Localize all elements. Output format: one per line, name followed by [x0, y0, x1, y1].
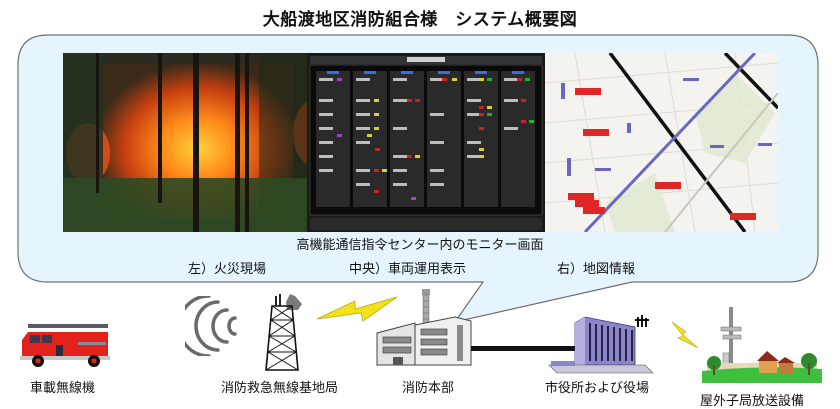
node-label-city-hall: 市役所および役場	[545, 381, 650, 396]
fire-scene-photo	[63, 53, 307, 232]
caption-center-vehicle-operation: 中央）車両運用表示	[349, 262, 467, 277]
node-label-outdoor-broadcast: 屋外子局放送設備	[700, 394, 805, 409]
node-label-base-station: 消防救急無線基地局	[221, 381, 339, 396]
map-information	[545, 53, 778, 232]
fire-headquarters-building-icon	[376, 289, 472, 366]
outdoor-speaker-station-icon	[702, 307, 822, 383]
caption-left-fire-scene: 左）火災現場	[188, 262, 267, 277]
caption-monitor-screens: 高機能通信指令センター内のモニター画面	[296, 238, 544, 253]
network-connection-line	[471, 346, 576, 351]
radio-waves-icon	[185, 296, 237, 356]
caption-right-map-info: 右）地図情報	[557, 262, 636, 277]
vehicle-status-grid	[307, 53, 545, 232]
fire-scene-image	[63, 53, 307, 232]
radio-tower-icon	[265, 294, 302, 371]
lightning-bolt-icon	[316, 296, 398, 322]
node-label-fire-headquarters: 消防本部	[402, 381, 455, 396]
node-label-vehicle-radio: 車載無線機	[30, 381, 96, 396]
vehicle-operation-display	[307, 53, 545, 232]
city-hall-building-icon	[548, 315, 654, 374]
map-image	[545, 53, 778, 232]
lightning-bolt-icon-small	[671, 321, 699, 349]
page-title: 大船渡地区消防組合様 システム概要図	[262, 10, 578, 30]
fire-truck-icon	[20, 324, 110, 367]
